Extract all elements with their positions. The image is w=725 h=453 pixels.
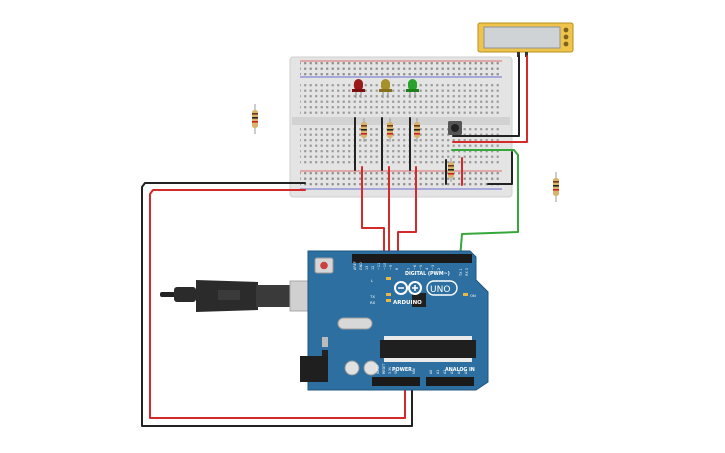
pin-label-reset: RESET	[382, 364, 386, 374]
resistor-led3[interactable]	[414, 118, 420, 142]
loose-resistor-right[interactable]	[553, 172, 559, 202]
led-yellow[interactable]	[379, 79, 392, 98]
pin-label-3: ~3	[431, 265, 435, 270]
atmega-chip	[380, 340, 476, 358]
digital-header[interactable]	[352, 254, 472, 263]
lcd-pin-icon	[563, 27, 569, 33]
pin-label-a5: A5	[464, 370, 468, 374]
resistor-button[interactable]	[448, 158, 454, 182]
pin-label-2: 2	[437, 268, 441, 270]
pin-label-5: ~5	[419, 265, 423, 270]
tx-label: TX	[369, 294, 375, 299]
digital-header-label: DIGITAL (PWM~)	[405, 271, 450, 277]
pin-label-9: ~9	[389, 265, 393, 270]
pin-label-a4: A4	[457, 370, 461, 374]
resistor-led2[interactable]	[387, 118, 393, 142]
power-jack[interactable]	[300, 356, 328, 382]
reset-button-icon[interactable]	[314, 257, 334, 274]
pin-label-12: 12	[371, 266, 375, 270]
wire-led3-red[interactable]	[397, 166, 417, 259]
analog-header[interactable]	[426, 377, 474, 386]
power-header[interactable]	[372, 377, 420, 386]
wire-gnd-loop[interactable]	[141, 182, 413, 427]
lcd-screen	[483, 26, 561, 49]
wire-5v-loop[interactable]	[149, 189, 406, 419]
usb-chip	[412, 293, 426, 307]
upper-terminal-strip[interactable]	[300, 82, 502, 114]
center-groove	[292, 117, 510, 125]
push-button-icon[interactable]	[448, 121, 462, 135]
wires[interactable]	[141, 55, 528, 427]
lcd-pin-icon	[563, 34, 569, 40]
wire-led1-red[interactable]	[361, 166, 385, 259]
l-label: L	[371, 278, 374, 283]
resistor-led1[interactable]	[361, 118, 367, 142]
usb-cable-icon[interactable]	[160, 280, 319, 312]
capacitor	[344, 360, 360, 376]
on-label: ON	[470, 293, 476, 298]
pin-label-3v3: 3.3V	[388, 366, 392, 374]
arduino-logo-icon	[394, 281, 422, 295]
bottom-power-rail[interactable]	[300, 172, 502, 188]
lower-terminal-strip[interactable]	[300, 128, 502, 166]
pin-label-ioref: IOREF	[376, 364, 380, 374]
pin-label-a3: A3	[450, 370, 454, 374]
capacitor	[363, 360, 379, 376]
pin-label-a0: A0	[429, 370, 433, 374]
pin-label-8: 8	[395, 268, 399, 270]
crystal	[337, 317, 373, 330]
pin-label-gnd: GND	[359, 262, 363, 270]
pin-label-6: ~6	[413, 265, 417, 270]
top-power-rail[interactable]	[300, 62, 502, 76]
analog-header-label: ANALOG IN	[445, 367, 475, 373]
pin-label-a1: A1	[436, 370, 440, 374]
pin-label-vin: VIN	[412, 368, 416, 374]
wire-rail-black[interactable]	[487, 151, 513, 185]
led-green[interactable]	[406, 79, 419, 98]
pin-label-13: 13	[365, 266, 369, 270]
loose-resistor-left[interactable]	[252, 104, 258, 134]
wire-green-signal[interactable]	[451, 149, 519, 259]
wire-lcd-black[interactable]	[452, 55, 520, 137]
pin-label-5v: 5V	[394, 369, 398, 374]
board-brand-label: ARDUINO	[393, 300, 422, 306]
board-model-label: UNO	[430, 285, 450, 295]
power-header-label: POWER	[392, 367, 412, 373]
pin-label-7: 7	[407, 268, 411, 270]
arduino-uno-board[interactable]: ARDUINO UNO DIGITAL (PWM~) ANALOG IN POW…	[300, 250, 489, 391]
pin-label-aref: AREF	[353, 261, 357, 270]
pin-label-a2: A2	[443, 370, 447, 374]
lcd-pin-icon	[563, 41, 569, 47]
wire-lcd-red[interactable]	[452, 55, 528, 143]
pin-label-10: ~10	[383, 263, 387, 270]
pin-label-4: 4	[425, 268, 429, 270]
pin-label-tx: TX 1	[459, 268, 463, 277]
pin-label-11: ~11	[377, 263, 381, 270]
lcd-display[interactable]	[477, 22, 574, 57]
led-red[interactable]	[352, 79, 365, 98]
breadboard[interactable]	[289, 56, 513, 198]
pin-label-rx: RX 0	[465, 268, 469, 276]
rx-label: RX	[370, 300, 376, 305]
